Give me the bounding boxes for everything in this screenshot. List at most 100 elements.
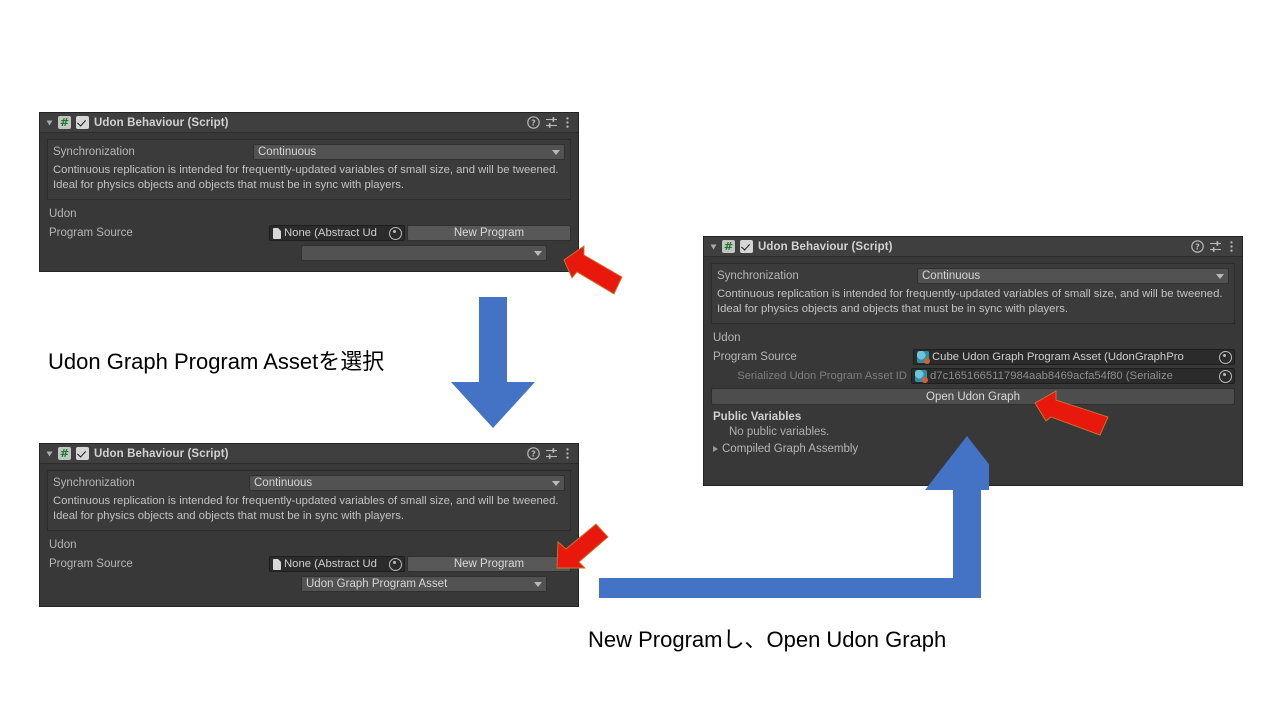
- udon-section-label: Udon: [49, 208, 77, 220]
- component-header[interactable]: # Udon Behaviour (Script) ?: [704, 237, 1242, 257]
- public-variables-title: Public Variables: [713, 411, 802, 423]
- synchronization-dropdown[interactable]: Continuous: [253, 144, 565, 160]
- synchronization-label: Synchronization: [717, 270, 799, 282]
- component-title: Udon Behaviour (Script): [94, 447, 229, 460]
- sync-help-text: Continuous replication is intended for f…: [53, 495, 559, 522]
- serialized-id-label: Serialized Udon Program Asset ID: [737, 370, 907, 382]
- object-picker-icon[interactable]: [1219, 350, 1232, 364]
- compiled-graph-assembly-foldout[interactable]: Compiled Graph Assembly: [713, 443, 1235, 455]
- component-title: Udon Behaviour (Script): [94, 116, 229, 129]
- sync-help-text: Continuous replication is intended for f…: [717, 288, 1223, 315]
- script-icon: #: [722, 240, 735, 253]
- chevron-down-icon: [534, 251, 542, 256]
- udon-section-label: Udon: [713, 332, 741, 344]
- new-program-button[interactable]: New Program: [407, 225, 571, 241]
- program-type-dropdown[interactable]: Udon Graph Program Asset: [301, 576, 547, 592]
- panel-body: Synchronization Continuous Continuous re…: [40, 464, 578, 592]
- panel-body: Synchronization Continuous Continuous re…: [704, 257, 1242, 455]
- component-enabled-checkbox[interactable]: [740, 240, 753, 253]
- document-icon: [273, 227, 281, 239]
- kebab-menu-icon[interactable]: [563, 116, 572, 129]
- script-icon: #: [58, 116, 71, 129]
- preset-icon[interactable]: [545, 116, 558, 129]
- foldout-collapsed-icon: [713, 446, 718, 452]
- foldout-arrow-icon[interactable]: [710, 244, 717, 249]
- no-public-variables-text: No public variables.: [729, 426, 830, 438]
- svg-text:?: ?: [1195, 243, 1200, 252]
- component-enabled-checkbox[interactable]: [76, 447, 89, 460]
- synchronization-value: Continuous: [922, 270, 981, 282]
- help-icon[interactable]: ?: [527, 116, 540, 129]
- foldout-arrow-icon[interactable]: [46, 120, 53, 125]
- sync-help-text: Continuous replication is intended for f…: [53, 164, 559, 191]
- component-header[interactable]: # Udon Behaviour (Script) ?: [40, 444, 578, 464]
- inspector-panel-type-selected: # Udon Behaviour (Script) ? Synchronizat…: [39, 443, 579, 607]
- red-arrow-to-program-type-dropdown-top: [563, 245, 623, 295]
- caption-step-1: Udon Graph Program Assetを選択: [48, 349, 385, 374]
- synchronization-label: Synchronization: [53, 477, 135, 489]
- red-arrow-to-open-udon-graph: [1034, 390, 1109, 436]
- program-source-label: Program Source: [49, 227, 133, 239]
- red-arrow-to-program-type-dropdown-bottom: [556, 523, 609, 569]
- program-source-row: Program Source None (Abstract Ud New Pro…: [47, 556, 571, 572]
- program-source-objectfield[interactable]: None (Abstract Ud: [269, 556, 405, 572]
- new-program-button[interactable]: New Program: [407, 556, 571, 572]
- synchronization-dropdown[interactable]: Continuous: [249, 475, 565, 491]
- udon-asset-icon: [917, 351, 930, 364]
- serialized-id-row: Serialized Udon Program Asset ID d7c1651…: [711, 368, 1235, 384]
- chevron-down-icon: [534, 582, 542, 587]
- program-source-value: None (Abstract Ud: [284, 558, 377, 570]
- program-type-value: Udon Graph Program Asset: [306, 578, 448, 590]
- help-icon[interactable]: ?: [527, 447, 540, 460]
- udon-section-label: Udon: [49, 539, 77, 551]
- synchronization-value: Continuous: [258, 146, 317, 158]
- program-type-dropdown[interactable]: [301, 245, 547, 261]
- program-source-row: Program Source Cube Udon Graph Program A…: [711, 349, 1235, 365]
- foldout-arrow-icon[interactable]: [46, 451, 53, 456]
- program-source-objectfield[interactable]: None (Abstract Ud: [269, 225, 405, 241]
- synchronization-label: Synchronization: [53, 146, 135, 158]
- program-source-label: Program Source: [713, 351, 797, 363]
- component-enabled-checkbox[interactable]: [76, 116, 89, 129]
- sync-helpbox: Synchronization Continuous Continuous re…: [47, 139, 571, 200]
- component-title: Udon Behaviour (Script): [758, 240, 893, 253]
- program-source-objectfield[interactable]: Cube Udon Graph Program Asset (UdonGraph…: [913, 349, 1235, 365]
- sync-row: Synchronization Continuous: [717, 268, 1229, 284]
- preset-icon[interactable]: [1209, 240, 1222, 253]
- inspector-panel-initial: # Udon Behaviour (Script) ? Synchronizat…: [39, 112, 579, 272]
- kebab-menu-icon[interactable]: [1227, 240, 1236, 253]
- blue-down-arrow-step-flow: [451, 297, 535, 428]
- preset-icon[interactable]: [545, 447, 558, 460]
- document-icon: [273, 558, 281, 570]
- kebab-menu-icon[interactable]: [563, 447, 572, 460]
- synchronization-value: Continuous: [254, 477, 313, 489]
- synchronization-dropdown[interactable]: Continuous: [917, 268, 1229, 284]
- program-source-value: None (Abstract Ud: [284, 227, 377, 239]
- chevron-down-icon: [552, 150, 560, 155]
- sync-row: Synchronization Continuous: [53, 144, 565, 160]
- chevron-down-icon: [552, 481, 560, 486]
- serialized-id-value: d7c1651665117984aab8469acfa54f80 (Serial…: [930, 370, 1173, 382]
- object-picker-icon[interactable]: [1219, 369, 1232, 383]
- sync-row: Synchronization Continuous: [53, 475, 565, 491]
- sync-helpbox: Synchronization Continuous Continuous re…: [711, 263, 1235, 324]
- program-source-label: Program Source: [49, 558, 133, 570]
- program-source-row: Program Source None (Abstract Ud New Pro…: [47, 225, 571, 241]
- chevron-down-icon: [1216, 274, 1224, 279]
- udon-asset-icon: [915, 370, 928, 383]
- blue-elbow-arrow-step-flow: [599, 436, 989, 598]
- help-icon[interactable]: ?: [1191, 240, 1204, 253]
- open-udon-graph-button[interactable]: Open Udon Graph: [711, 388, 1235, 405]
- svg-text:?: ?: [531, 450, 536, 459]
- serialized-id-objectfield[interactable]: d7c1651665117984aab8469acfa54f80 (Serial…: [911, 368, 1235, 384]
- object-picker-icon[interactable]: [389, 557, 402, 571]
- svg-text:?: ?: [531, 119, 536, 128]
- panel-body: Synchronization Continuous Continuous re…: [40, 133, 578, 261]
- caption-step-2: New Programし、Open Udon Graph: [588, 627, 947, 652]
- compiled-graph-assembly-label: Compiled Graph Assembly: [722, 443, 859, 455]
- program-source-value: Cube Udon Graph Program Asset (UdonGraph…: [932, 351, 1184, 363]
- component-header[interactable]: # Udon Behaviour (Script) ?: [40, 113, 578, 133]
- sync-helpbox: Synchronization Continuous Continuous re…: [47, 470, 571, 531]
- object-picker-icon[interactable]: [389, 226, 402, 240]
- script-icon: #: [58, 447, 71, 460]
